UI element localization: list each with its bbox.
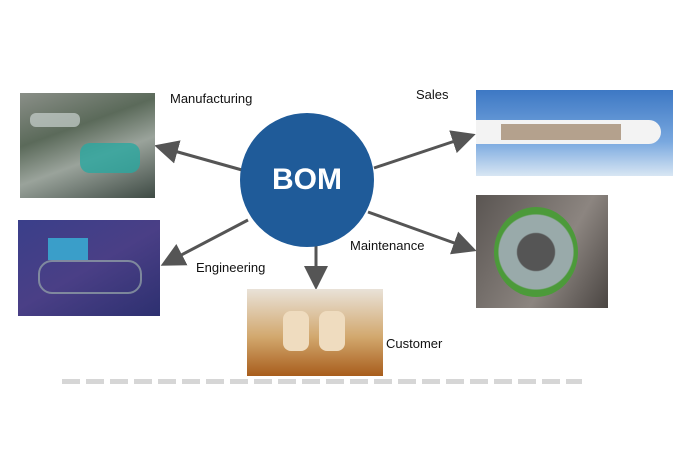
label-engineering: Engineering <box>196 260 266 275</box>
label-sales: Sales <box>416 87 449 102</box>
maintenance-image <box>476 195 608 308</box>
sales-image <box>476 90 673 176</box>
label-maintenance: Maintenance <box>350 238 425 253</box>
label-manufacturing: Manufacturing <box>170 91 253 106</box>
arrow-manufacturing <box>154 140 243 172</box>
bom-circle: BOM <box>240 113 374 247</box>
arrow-maintenance <box>367 210 477 255</box>
manufacturing-image <box>20 93 155 198</box>
label-customer: Customer <box>386 336 443 351</box>
arrow-sales <box>373 130 476 170</box>
cropped-caption <box>62 379 582 384</box>
customer-image <box>247 289 383 376</box>
engineering-image <box>18 220 160 316</box>
arrow-engineering <box>160 218 249 266</box>
